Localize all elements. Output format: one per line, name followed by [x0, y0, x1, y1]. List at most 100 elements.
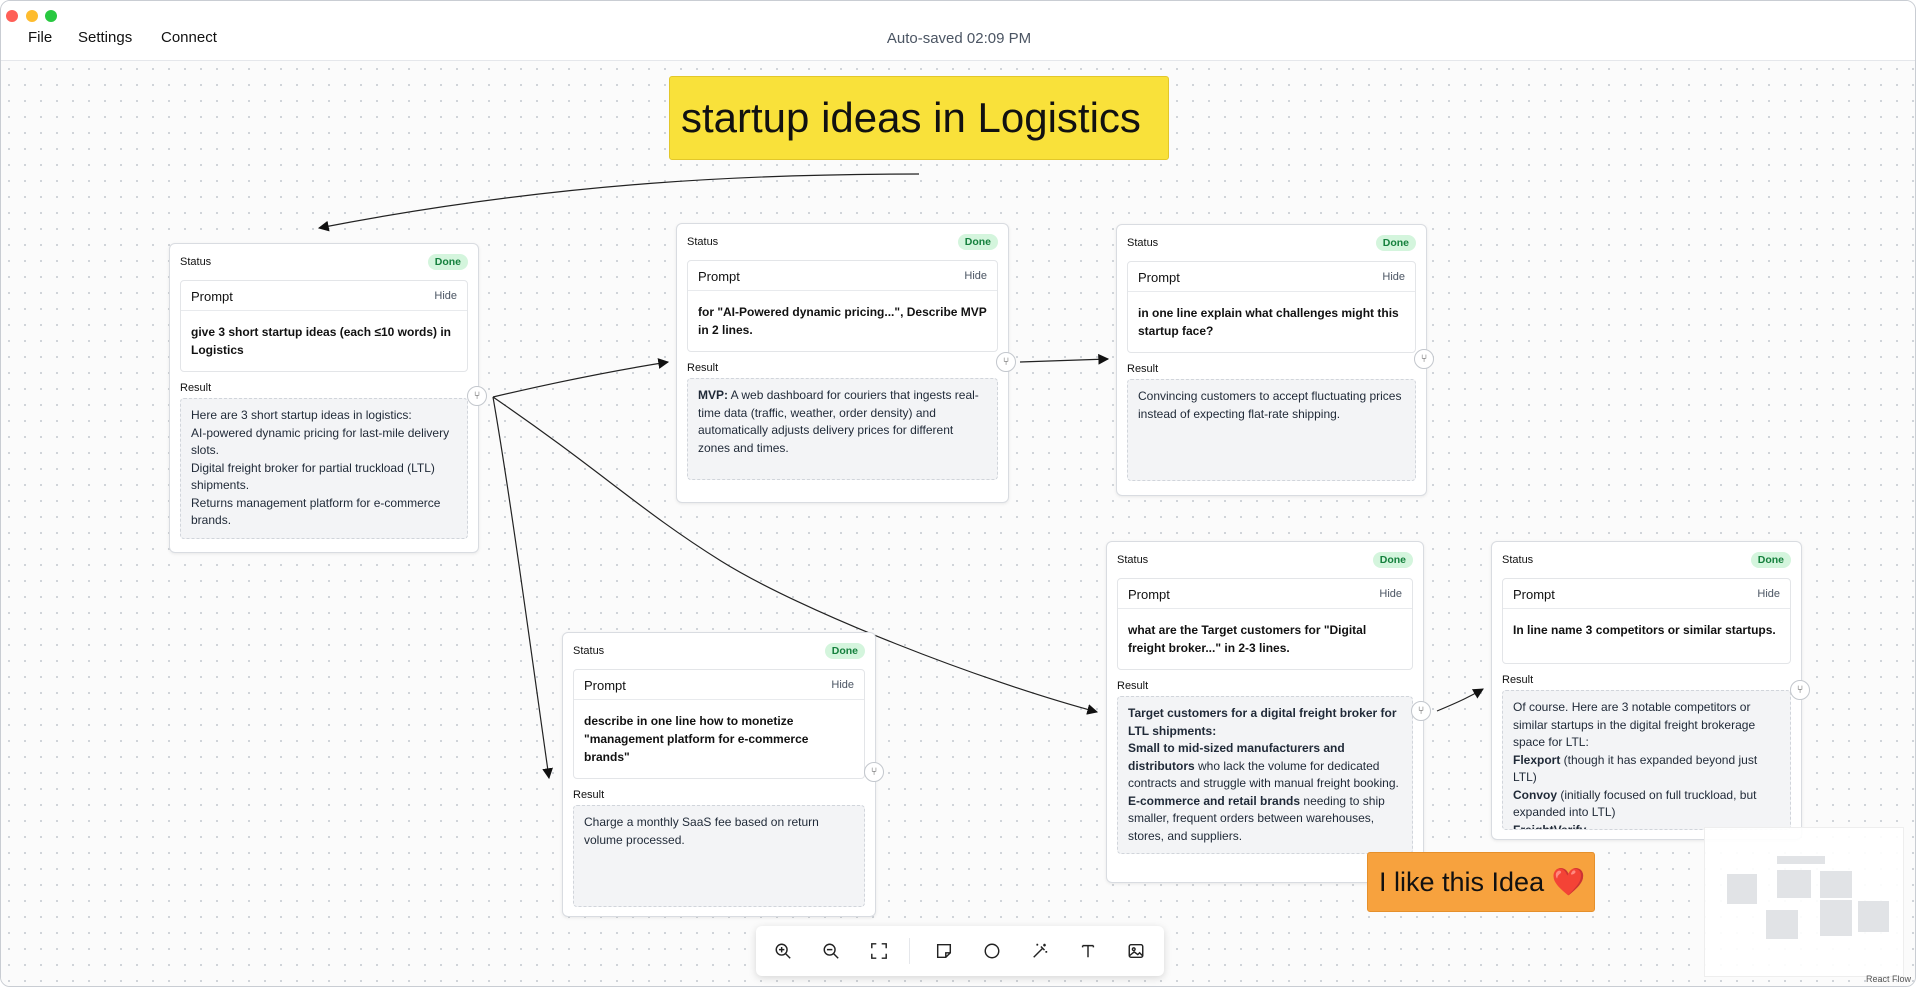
prompt-label: Prompt: [1128, 587, 1170, 602]
prompt-card-challenges[interactable]: Status Done Prompt Hide in one line explai…: [1116, 224, 1427, 496]
result-box: MVP: A web dashboard for couriers that i…: [687, 378, 998, 480]
minimize-window-button[interactable]: [26, 10, 38, 22]
result-line: Small to mid-sized manufacturers and dis…: [1128, 741, 1399, 790]
result-label: Result: [573, 789, 605, 801]
result-label: Result: [1117, 680, 1149, 692]
hide-button[interactable]: Hide: [1757, 588, 1780, 600]
prompt-box: Prompt Hide give 3 short startup ideas (e…: [180, 280, 468, 372]
status-label: Status: [1117, 554, 1149, 566]
fit-view-icon[interactable]: [869, 941, 889, 961]
status-label: Status: [573, 645, 605, 657]
prompt-text: give 3 short startup ideas (each ≤10 wor…: [191, 325, 451, 357]
result-label: Result: [1127, 363, 1159, 375]
toolbar-divider: [909, 938, 910, 964]
result-line-bold: E-commerce and retail brands: [1128, 793, 1301, 808]
branch-handle[interactable]: ⑂: [1414, 349, 1434, 369]
status-badge: Done: [427, 254, 468, 270]
result-label: Result: [1502, 674, 1534, 686]
prompt-label: Prompt: [584, 678, 626, 693]
minimap[interactable]: [1704, 827, 1904, 977]
branch-handle[interactable]: ⑂: [1411, 701, 1431, 721]
zoom-in-icon[interactable]: [773, 941, 793, 961]
menu-file[interactable]: File: [28, 29, 53, 46]
prompt-text: describe in one line how to monetize "ma…: [584, 714, 809, 764]
prompt-label: Prompt: [191, 289, 233, 304]
result-line: Convincing customers to accept fluctuati…: [1138, 389, 1402, 421]
result-line: Returns management platform for e-commer…: [191, 495, 441, 528]
result-line: Charge a monthly SaaS fee based on retur…: [584, 815, 819, 847]
sticky-note-icon[interactable]: [934, 941, 954, 961]
menu-settings[interactable]: Settings: [78, 29, 133, 46]
status-badge: Done: [824, 643, 865, 659]
image-icon[interactable]: [1126, 941, 1146, 961]
result-line: Convoy (initially focused on full truckl…: [1513, 787, 1757, 820]
react-flow-attribution[interactable]: React Flow: [1865, 974, 1911, 984]
zoom-out-icon[interactable]: [821, 941, 841, 961]
result-line-bold: Small to mid-sized manufacturers and dis…: [1128, 741, 1345, 773]
prompt-box: Prompt Hide describe in one line how to m…: [573, 669, 865, 779]
prompt-box: Prompt Hide for "AI-Powered dynamic prici…: [687, 260, 998, 352]
circle-icon[interactable]: [982, 941, 1002, 961]
hide-button[interactable]: Hide: [1382, 271, 1405, 283]
branch-handle[interactable]: ⑂: [467, 386, 487, 406]
prompt-card-ideas[interactable]: Status Done Prompt Hide give 3 short start…: [169, 243, 479, 553]
hide-button[interactable]: Hide: [964, 270, 987, 282]
status-badge: Done: [1375, 235, 1416, 251]
result-box: Charge a monthly SaaS fee based on retur…: [573, 805, 865, 907]
sticky-note-like[interactable]: I like this Idea ❤️: [1367, 852, 1595, 912]
minimap-node: [1766, 910, 1798, 939]
status-label: Status: [687, 236, 719, 248]
status-label: Status: [1502, 554, 1534, 566]
branch-handle[interactable]: ⑂: [864, 762, 884, 782]
minimap-node: [1820, 900, 1852, 936]
branch-handle[interactable]: ⑂: [1790, 680, 1810, 700]
canvas-toolbar: [756, 926, 1164, 976]
prompt-text: in one line explain what challenges migh…: [1138, 306, 1399, 338]
autosave-status: Auto-saved 02:09 PM: [886, 30, 1032, 47]
result-line: E-commerce and retail brands needing to …: [1128, 793, 1385, 843]
branch-handle[interactable]: ⑂: [996, 352, 1016, 372]
status-label: Status: [1127, 237, 1159, 249]
status-badge: Done: [957, 234, 998, 250]
prompt-card-mvp[interactable]: Status Done Prompt Hide for "AI-Powered dy…: [676, 223, 1009, 503]
top-bar: File Settings Connect Auto-saved 02:09 P…: [1, 1, 1915, 61]
prompt-box: Prompt Hide what are the Target customers…: [1117, 578, 1413, 670]
result-label: Result: [687, 362, 719, 374]
sticky-note-title[interactable]: startup ideas in Logistics: [669, 76, 1169, 160]
result-line-bold: Target customers for a digital freight b…: [1128, 706, 1397, 738]
result-line-bold: FreightVerify: [1513, 822, 1587, 830]
minimap-node: [1858, 901, 1889, 932]
hide-button[interactable]: Hide: [1379, 588, 1402, 600]
status-label: Status: [180, 256, 212, 268]
hide-button[interactable]: Hide: [434, 290, 457, 302]
status-badge: Done: [1750, 552, 1791, 568]
result-line: Digital freight broker for partial truck…: [191, 460, 435, 493]
result-line-bold: Flexport: [1513, 752, 1561, 767]
maximize-window-button[interactable]: [45, 10, 57, 22]
result-line-bold: Convoy: [1513, 787, 1558, 802]
minimap-node: [1727, 874, 1757, 904]
hide-button[interactable]: Hide: [831, 679, 854, 691]
result-line: MVP: A web dashboard for couriers that i…: [698, 388, 979, 455]
prompt-card-monetize[interactable]: Status Done Prompt Hide describe in one li…: [562, 632, 876, 917]
magic-wand-icon[interactable]: [1030, 941, 1050, 961]
prompt-label: Prompt: [1138, 270, 1180, 285]
result-line: Target customers for a digital freight b…: [1128, 705, 1402, 740]
close-window-button[interactable]: [6, 10, 18, 22]
prompt-box: Prompt Hide in one line explain what chal…: [1127, 261, 1416, 353]
prompt-text: for "AI-Powered dynamic pricing...", Des…: [698, 305, 987, 337]
result-line: AI-powered dynamic pricing for last-mile…: [191, 425, 450, 458]
minimap-node: [1820, 871, 1852, 898]
menu-connect[interactable]: Connect: [161, 29, 217, 46]
prompt-label: Prompt: [698, 269, 740, 284]
result-line-bold: MVP:: [698, 388, 728, 402]
result-box: Target customers for a digital freight b…: [1117, 696, 1413, 854]
result-label: Result: [180, 382, 212, 394]
prompt-text: what are the Target customers for "Digit…: [1128, 623, 1367, 655]
minimap-node: [1777, 856, 1825, 864]
text-icon[interactable]: [1078, 941, 1098, 961]
